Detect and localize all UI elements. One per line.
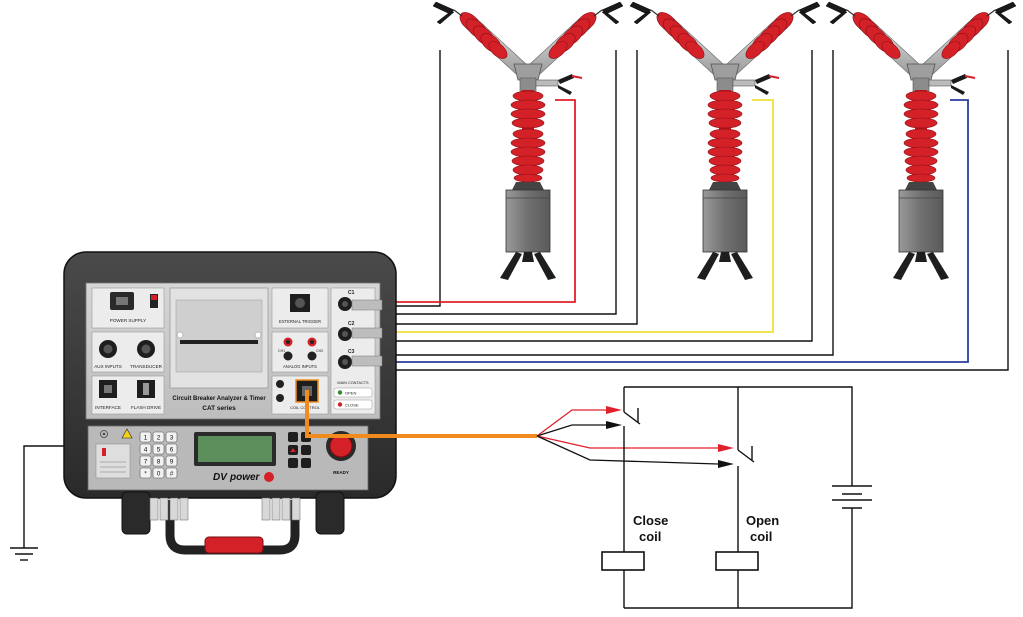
product-name: Circuit Breaker Analyzer & Timer xyxy=(172,396,266,402)
circuit-breaker-analyzer: POWER SUPPLY AUX INPUTS TRANSDUCER INTER… xyxy=(63,251,397,555)
power-supply-label: POWER SUPPLY xyxy=(110,318,146,323)
ground-icon xyxy=(10,547,38,561)
brand-suffix: power xyxy=(229,472,261,483)
circuit-breaker-phase-1 xyxy=(432,1,624,281)
keypad-key-label: 4 xyxy=(144,447,148,454)
close-coil-label-2: coil xyxy=(639,529,661,544)
close-coil-label-1: Close xyxy=(633,513,668,528)
keypad-key-label: 0 xyxy=(157,471,161,478)
keypad-key xyxy=(165,455,178,467)
keypad-key xyxy=(165,431,178,443)
battery-icon xyxy=(832,485,872,509)
warning-icon xyxy=(121,428,133,439)
keypad: 1 2 3 4 5 6 7 8 9 * 0 # xyxy=(139,431,178,479)
aux-inputs-label: AUX INPUTS xyxy=(94,364,122,369)
keypad-key-label: 8 xyxy=(157,459,161,466)
product-series: CAT series xyxy=(202,405,236,412)
analog-inputs-label: ANALOG INPUTS xyxy=(283,364,317,369)
keypad-key-label: 2 xyxy=(157,435,161,442)
contact-switch-icon xyxy=(623,408,755,463)
keypad-key-label: 9 xyxy=(170,459,174,466)
c3-label: C3 xyxy=(348,349,355,355)
keypad-key-label: # xyxy=(170,471,174,478)
open-coil-label-1: Open xyxy=(746,513,779,528)
ch1-label: CH1 xyxy=(278,349,285,353)
keypad-key xyxy=(139,455,152,467)
keypad-key-label: 1 xyxy=(144,435,148,442)
close-indicator-label: CLOSE xyxy=(345,403,359,408)
circuit-breaker-phase-3 xyxy=(825,1,1017,281)
crocodile-clip-icon xyxy=(606,406,734,468)
keypad-key xyxy=(165,443,178,455)
keypad-key xyxy=(139,467,152,479)
interface-label: INTERFACE xyxy=(95,405,121,410)
circuit-breaker-phase-2 xyxy=(629,1,821,281)
coil-control-cable xyxy=(305,390,719,465)
external-trigger-label: EXTERNAL TRIGGER xyxy=(279,319,321,324)
ch2-label: CH2 xyxy=(316,349,323,353)
open-coil-label-2: coil xyxy=(750,529,772,544)
open-coil xyxy=(715,551,759,571)
keypad-key-label: 5 xyxy=(157,447,161,454)
keypad-key-label: * xyxy=(144,471,147,478)
coil-circuit xyxy=(623,386,853,609)
transducer-label: TRANSDUCER xyxy=(130,364,163,369)
keypad-key xyxy=(152,467,165,479)
keypad-key xyxy=(165,467,178,479)
keypad-key xyxy=(139,431,152,443)
open-indicator-label: OPEN xyxy=(345,391,356,396)
keypad-key-label: 3 xyxy=(170,435,174,442)
keypad-key xyxy=(139,443,152,455)
keypad-key-label: 7 xyxy=(144,459,148,466)
ready-label: READY xyxy=(333,470,349,475)
keypad-key xyxy=(152,443,165,455)
c1-label: C1 xyxy=(348,290,355,296)
brand-prefix: DV xyxy=(213,472,228,483)
phase-wiring xyxy=(380,50,1009,371)
keypad-key xyxy=(152,431,165,443)
c2-label: C2 xyxy=(348,321,355,327)
main-contacts-label: MAIN CONTACTS xyxy=(337,381,369,385)
keypad-key-label: 6 xyxy=(170,447,174,454)
flash-drive-label: FLASH DRIVE xyxy=(131,405,161,410)
close-coil xyxy=(601,551,645,571)
keypad-key xyxy=(152,455,165,467)
